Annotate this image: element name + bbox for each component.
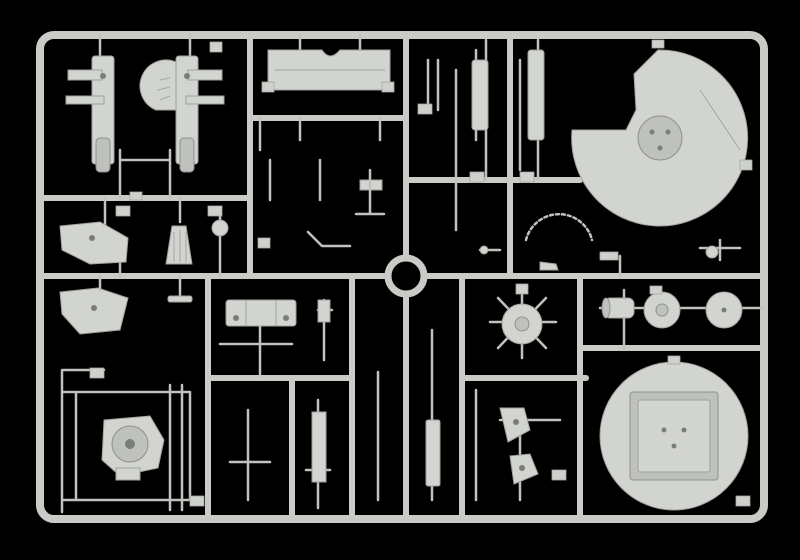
part-radial-hub xyxy=(488,283,558,360)
part-group-gear-arc xyxy=(524,213,742,278)
part-group-spool-discs xyxy=(598,285,766,350)
part-group-centre-brackets xyxy=(218,298,441,510)
part-disc-large-notched xyxy=(571,39,753,227)
runner-center-ring xyxy=(384,254,428,298)
part-group-linkage-arms xyxy=(474,388,567,502)
sprue-runners xyxy=(36,31,768,523)
part-group-engine-mounts xyxy=(65,33,225,201)
part-group-tall-rods xyxy=(417,38,545,255)
part-group-windscreen xyxy=(257,33,395,249)
part-disc-large-square-boss xyxy=(599,355,751,511)
part-group-bottom-left-frame xyxy=(60,367,205,514)
part-group-left-brackets xyxy=(59,196,229,335)
